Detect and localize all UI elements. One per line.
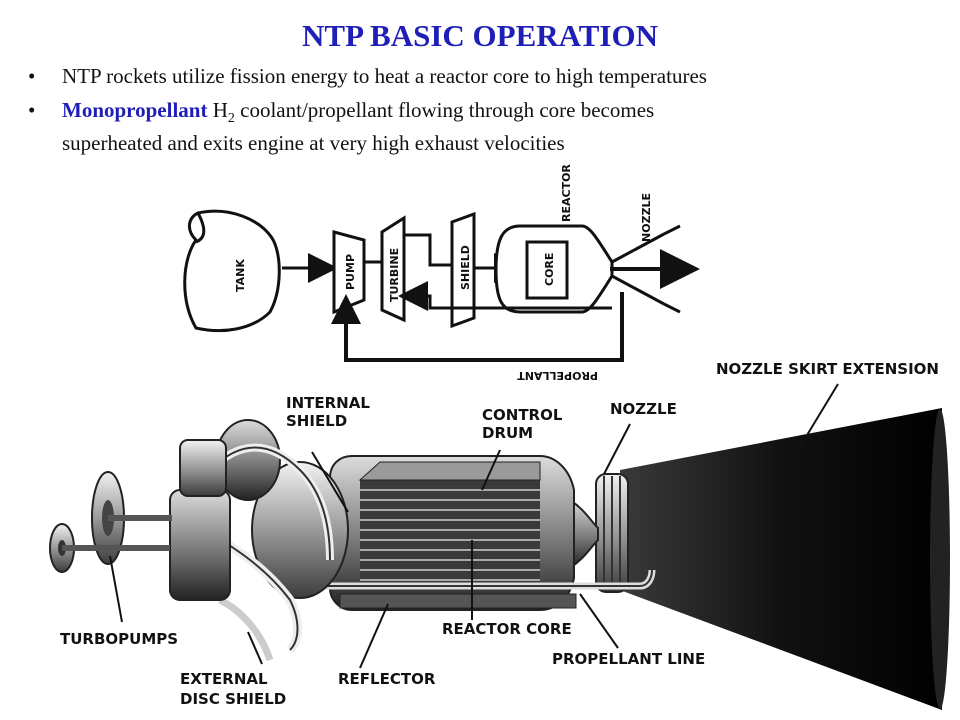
nozzle-lower: [611, 274, 665, 306]
nozzle-upper: [611, 232, 665, 264]
h2-symbol: H2: [212, 98, 235, 126]
return-to-turbine: [398, 281, 612, 311]
bullet-item-2: • Monopropellant H2 coolant/propellant f…: [28, 98, 928, 156]
bullet-item-1: • NTP rockets utilize fission energy to …: [28, 64, 928, 89]
nozzle-label: NOZZLE: [640, 193, 653, 242]
label-turbopumps: TURBOPUMPS: [60, 630, 178, 648]
pump-label: PUMP: [344, 254, 357, 290]
nozzle-skirt-extension: [620, 408, 942, 710]
engine-cutaway-illustration: INTERNAL SHIELD CONTROL DRUM NOZZLE NOZZ…: [49, 360, 950, 710]
turbopump-discs: [49, 471, 172, 573]
core-box: [525, 240, 569, 300]
slide-title: NTP BASIC OPERATION: [302, 18, 658, 53]
propellant-loop: [344, 292, 624, 362]
leader-lines: [109, 383, 839, 669]
label-control-drum-2: DRUM: [482, 424, 533, 442]
label-nozzle-skirt-extension: NOZZLE SKIRT EXTENSION: [716, 360, 939, 378]
label-reflector: REFLECTOR: [338, 670, 436, 688]
bullet-text: NTP rockets utilize fission energy to he…: [62, 64, 707, 88]
highlight-term: Monopropellant: [62, 98, 208, 122]
nozzle: [569, 473, 629, 593]
bullet-text: coolant/propellant flowing through core …: [240, 98, 655, 122]
label-external-disc-shield-1: EXTERNAL: [180, 670, 268, 688]
shield-shape: [450, 211, 476, 329]
label-reactor-core: REACTOR CORE: [442, 620, 572, 638]
turbopump-assembly: [169, 419, 349, 662]
bullet-marker: •: [28, 64, 36, 88]
tank-neck-line: [195, 212, 206, 244]
label-external-disc-shield-2: DISC SHIELD: [180, 690, 286, 708]
bullet-marker: •: [28, 98, 36, 122]
h-letter: H: [212, 98, 228, 122]
label-nozzle: NOZZLE: [610, 400, 677, 418]
label-propellant-line: PROPELLANT LINE: [552, 650, 705, 668]
pump-shape: [332, 230, 366, 315]
bullet-list: • NTP rockets utilize fission energy to …: [28, 64, 928, 165]
tank-shape: [183, 209, 281, 333]
subscript-2: 2: [227, 111, 235, 127]
label-control-drum-1: CONTROL: [482, 406, 563, 424]
bullet-text-line2: superheated and exits engine at very hig…: [62, 131, 565, 156]
schematic-diagram: TANK PUMP TURBINE SHIELD CORE REACTOR NO…: [183, 164, 700, 382]
propellant-label: PROPELLANT: [517, 369, 598, 382]
flow-turbine-shield: [404, 233, 452, 267]
shield-label: SHIELD: [459, 245, 472, 290]
reflector-band: [339, 593, 577, 609]
tank-label: TANK: [234, 259, 247, 292]
reactor-label: REACTOR: [560, 164, 573, 222]
turbine-label: TURBINE: [388, 248, 401, 302]
label-internal-shield-1: INTERNAL: [286, 394, 370, 412]
reactor-core: [358, 461, 541, 590]
core-label: CORE: [543, 253, 556, 286]
label-internal-shield-2: SHIELD: [286, 412, 347, 430]
